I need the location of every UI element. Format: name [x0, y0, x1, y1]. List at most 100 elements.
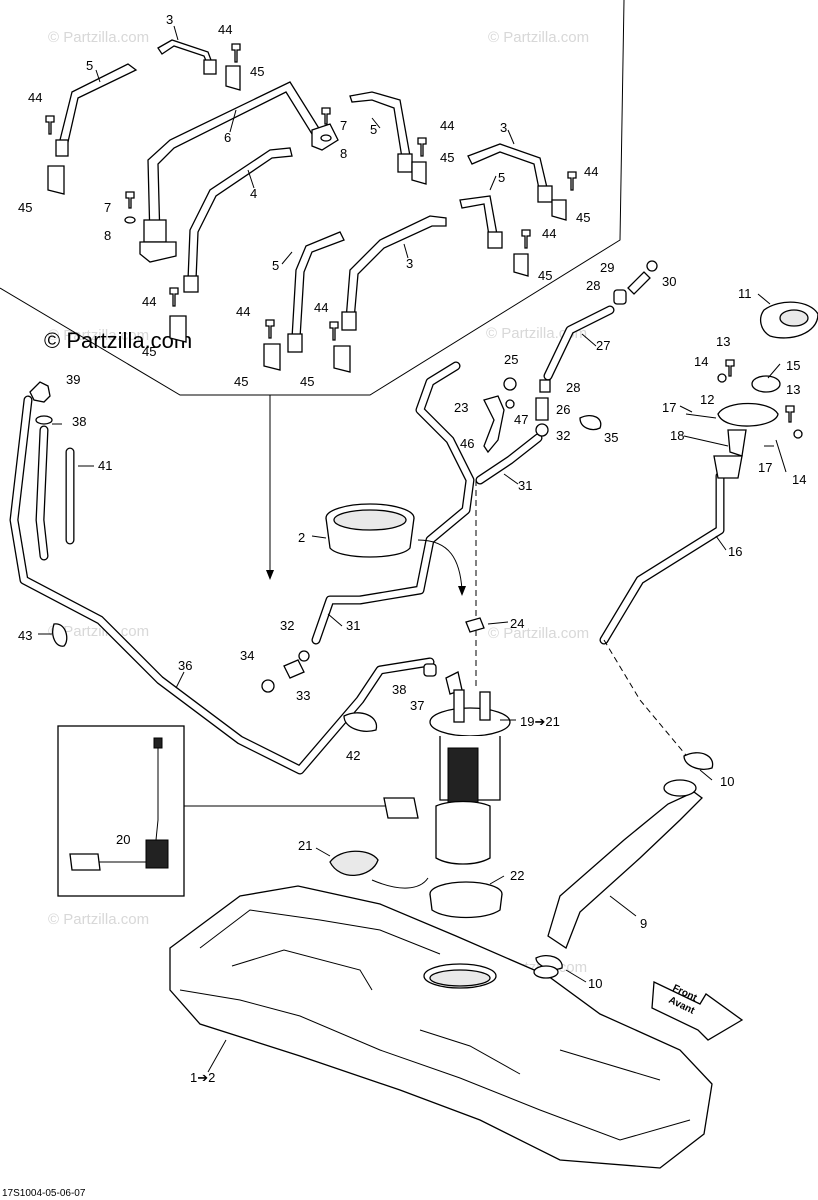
- watermark: © Partzilla.com: [488, 625, 589, 642]
- callout-17: 17: [662, 400, 676, 415]
- callout-labels: 3 44 45 5 44 45 6 7 8 7 8 4 5 44 45 3 44…: [18, 12, 806, 1085]
- callout-leaders: [38, 25, 787, 1073]
- hose-inner: [36, 426, 48, 560]
- fitting-34: [261, 679, 275, 693]
- leader: [95, 69, 101, 83]
- screw-44: [45, 115, 55, 135]
- leader: [609, 895, 637, 917]
- connector-24: [465, 617, 485, 633]
- callout-38: 38: [392, 682, 406, 697]
- lower-connectors: [261, 650, 463, 732]
- filler-hose-9: [547, 791, 703, 949]
- callout-43: 43: [18, 628, 32, 643]
- fuel-cap-top: [779, 309, 809, 327]
- tank-ridge: [559, 1049, 661, 1081]
- callout-45: 45: [440, 150, 454, 165]
- clip-45: [333, 345, 351, 373]
- leader: [565, 969, 587, 983]
- strap-end: [55, 139, 69, 157]
- leader: [207, 1039, 227, 1073]
- fuel-level-sender-20: [69, 737, 169, 871]
- callout-44: 44: [584, 164, 598, 179]
- leader: [775, 439, 787, 473]
- strap-3: [345, 215, 447, 321]
- callout-14: 14: [792, 472, 806, 487]
- screw-13: [725, 359, 735, 377]
- lock-ring-leader: [417, 539, 463, 591]
- pump-canister: [435, 800, 491, 865]
- leader: [581, 333, 597, 347]
- pump-outlet: [453, 689, 465, 723]
- watermark: © Partzilla.com: [488, 29, 589, 46]
- callout-26: 26: [556, 402, 570, 417]
- sender-float: [69, 853, 101, 871]
- callout-20: 20: [116, 832, 130, 847]
- fuel-level-float: [383, 797, 419, 819]
- leader: [371, 117, 381, 129]
- washer-8: [124, 216, 136, 224]
- callout-44: 44: [440, 118, 454, 133]
- watermark: © Partzilla.com: [48, 29, 149, 46]
- leader: [507, 129, 515, 145]
- leader: [311, 535, 327, 539]
- front-direction-arrow: Front Avant: [651, 981, 744, 1041]
- pump-flange: [429, 707, 511, 737]
- strap-end: [341, 311, 357, 331]
- fuel-pump-module-19: [429, 689, 511, 865]
- connector-28: [539, 379, 551, 393]
- callout-45: 45: [18, 200, 32, 215]
- callout-7: 7: [340, 118, 347, 133]
- hose-inner: [476, 434, 542, 484]
- callout-32: 32: [556, 428, 570, 443]
- leader: [281, 251, 293, 265]
- vent-valve-39: [29, 381, 51, 403]
- strap-end: [537, 185, 553, 203]
- gasket-15: [751, 375, 781, 393]
- screw-44: [417, 137, 427, 157]
- cap-30: [646, 260, 658, 272]
- leader: [503, 473, 519, 485]
- callout-3: 3: [500, 120, 507, 135]
- fitting-25: [503, 377, 517, 391]
- tank-straps: [55, 39, 553, 353]
- callout-30: 30: [662, 274, 676, 289]
- callout-21: 21: [298, 838, 312, 853]
- front-arrow-shape: [651, 981, 744, 1041]
- callout-45: 45: [576, 210, 590, 225]
- callout-24: 24: [510, 616, 524, 631]
- leader-arrowhead: [458, 586, 466, 596]
- watermark: © Partzilla.com: [48, 911, 149, 928]
- tank-ridge: [231, 949, 373, 991]
- strap-end: [183, 275, 199, 293]
- callout-44: 44: [314, 300, 328, 315]
- check-valve-29: [627, 271, 651, 295]
- filter-leader: [371, 877, 429, 889]
- fuel-tank-1: [169, 885, 713, 1169]
- clip-45: [169, 315, 187, 343]
- callout-2: 2: [298, 530, 305, 545]
- connector-28: [613, 289, 627, 305]
- filter-21: [329, 850, 379, 876]
- connector-38: [423, 663, 437, 677]
- washer-8: [320, 134, 332, 142]
- callout-4: 4: [250, 186, 257, 201]
- drawing-code: 17S1004-05-06-07: [2, 1188, 86, 1199]
- leader: [327, 613, 343, 627]
- leader: [229, 109, 237, 133]
- tank-ridge: [419, 1029, 521, 1075]
- callout-14: 14: [694, 354, 708, 369]
- seal-22-body: [429, 893, 503, 919]
- callout-5: 5: [370, 122, 377, 137]
- callout-5: 5: [86, 58, 93, 73]
- hose-inner: [312, 362, 474, 644]
- leader: [487, 621, 509, 625]
- callout-47: 47: [514, 412, 528, 427]
- callout-28: 28: [586, 278, 600, 293]
- hose-9-end: [663, 779, 697, 797]
- callout-39: 39: [66, 372, 80, 387]
- leader: [247, 169, 255, 189]
- screw-13: [785, 405, 795, 423]
- strap-group-border: [0, 0, 625, 396]
